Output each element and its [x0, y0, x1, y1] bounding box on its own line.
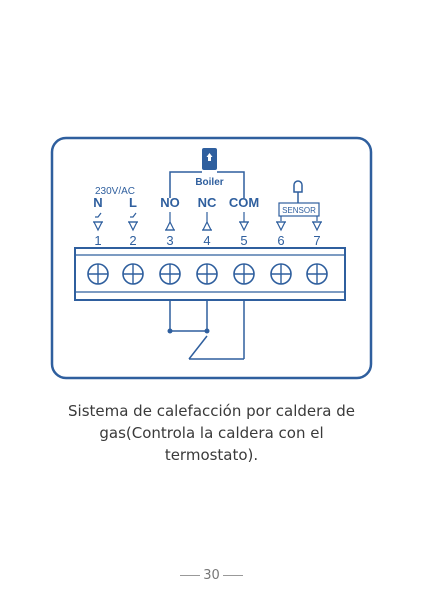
caption-line-3: termostato).: [164, 446, 259, 464]
sensor-box: [278, 202, 320, 217]
junction-dot: [167, 328, 173, 334]
terminal-screw-icon: [233, 263, 255, 285]
boiler-wire: [169, 171, 245, 198]
down-arrow-icon: [93, 221, 103, 232]
terminal-block: [74, 247, 346, 301]
terminal-number: 4: [203, 233, 210, 248]
terminal-number: 7: [313, 233, 320, 248]
terminal-label: NO: [160, 195, 180, 210]
footer-dash-left: [180, 575, 201, 576]
terminal-screws: [87, 263, 328, 285]
terminal-number: 6: [277, 233, 284, 248]
up-arrow-icon: [202, 220, 212, 231]
caption-line-1: Sistema de calefacción por caldera de: [68, 402, 355, 420]
diagram-frame: [50, 136, 373, 380]
down-arrow-icon: [239, 221, 249, 232]
boiler-label: Boiler: [195, 177, 223, 188]
terminal-screw-icon: [87, 263, 109, 285]
terminal-screw-icon: [306, 263, 328, 285]
terminal-label: N: [93, 195, 102, 210]
terminal-number: 1: [94, 233, 101, 248]
page-footer: 30: [0, 568, 423, 583]
down-arrow-icon: [128, 221, 138, 232]
terminal-number: 3: [166, 233, 173, 248]
terminal-screw-icon: [159, 263, 181, 285]
down-arrow-icon: [312, 221, 322, 232]
page-number: 30: [203, 568, 220, 583]
up-arrow-icon: [165, 220, 175, 231]
footer-dash-right: [222, 575, 243, 576]
relay-wiring: [169, 300, 245, 360]
terminal-screw-icon: [270, 263, 292, 285]
terminal-label: COM: [229, 195, 259, 210]
caption: Sistema de calefacción por caldera de ga…: [40, 400, 383, 466]
switch-glyph: [130, 212, 137, 218]
down-arrow-icon: [276, 221, 286, 232]
terminal-screw-icon: [196, 263, 218, 285]
switch-glyph: [95, 212, 102, 218]
terminal-number: 5: [240, 233, 247, 248]
voltage-label: 230V/AC: [95, 186, 135, 197]
terminal-label: NC: [198, 195, 217, 210]
terminal-label: L: [129, 195, 137, 210]
terminal-labels: N 1 L 2 NO 3 NC 4 COM 5 6 7: [93, 195, 322, 248]
terminal-number: 2: [129, 233, 136, 248]
boiler-icon: [202, 148, 217, 170]
sensor-icon: [293, 180, 303, 203]
terminal-screw-icon: [122, 263, 144, 285]
caption-line-2: gas(Controla la caldera con el: [99, 424, 324, 442]
junction-dot: [204, 328, 210, 334]
sensor-label: SENSOR: [282, 206, 316, 215]
